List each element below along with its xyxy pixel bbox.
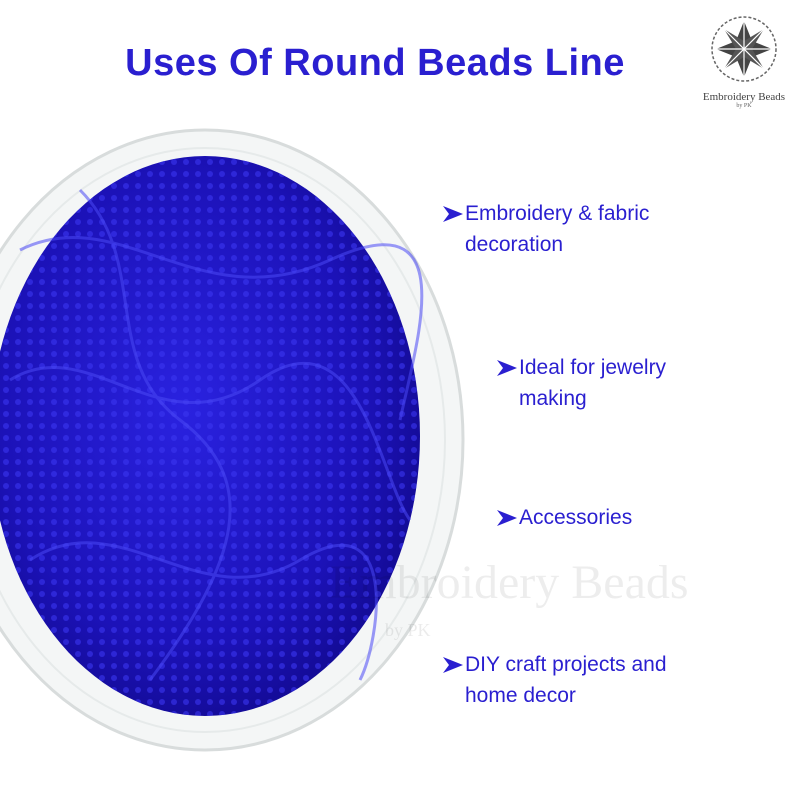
bullet-item: Embroidery & fabric decoration (443, 198, 649, 260)
bullet-text: Ideal for jewelry (519, 356, 667, 379)
brand-logo: Embroidery Beads by PK (696, 14, 792, 109)
bullet-text: Accessories (519, 506, 633, 529)
arrow-icon (497, 502, 519, 533)
page-title: Uses Of Round Beads Line (125, 42, 625, 84)
bullet-text: DIY craft projects and (465, 653, 667, 676)
bullet-text: home decor (465, 684, 576, 707)
bullet-text: decoration (465, 233, 564, 256)
star-emblem-icon (711, 16, 777, 82)
arrow-icon (443, 649, 465, 680)
bullet-item: Accessories (497, 502, 632, 533)
arrow-icon (497, 352, 519, 383)
logo-subtitle: by PK (736, 103, 752, 109)
watermark-text: Embroidery Beads (330, 556, 689, 609)
watermark-subtext: by PK (385, 620, 431, 640)
bullet-item: Ideal for jewelry making (497, 352, 666, 414)
bullet-item: DIY craft projects and home decor (443, 649, 667, 711)
logo-name: Embroidery Beads (702, 91, 786, 103)
bullet-text: Embroidery & fabric (465, 202, 650, 225)
arrow-icon (443, 198, 465, 229)
bullet-text: making (519, 387, 587, 410)
